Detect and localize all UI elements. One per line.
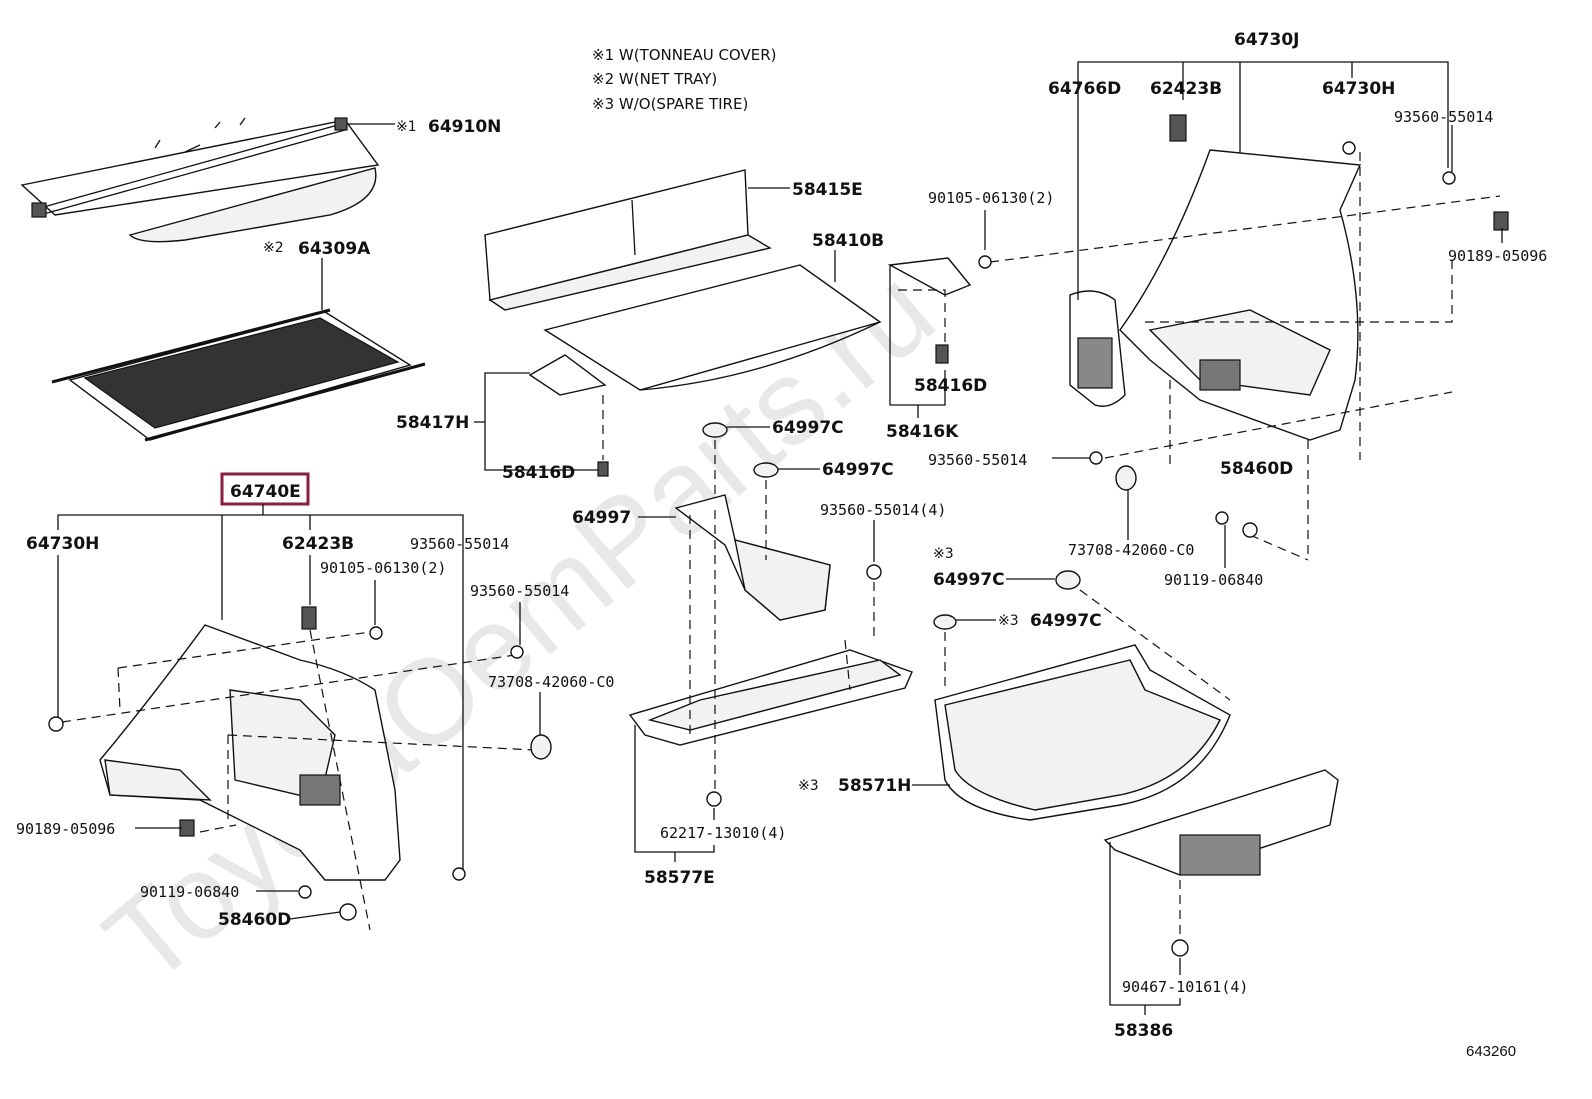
note-net-tray: ※2 W(NET TRAY)	[592, 70, 717, 88]
rear-floor-sill-illustration	[628, 649, 913, 746]
label-64997C-a: 64997C	[772, 418, 844, 438]
label-62423B-left: 62423B	[282, 534, 354, 554]
right-quarter-trim-illustration	[1069, 114, 1509, 441]
side-pocket-lid-illustration	[887, 257, 972, 364]
label-58460D-left: 58460D	[218, 910, 291, 930]
label-73708-42060-C0-left: 73708-42060-C0	[488, 673, 614, 691]
illustration-ref-number: 643260	[1466, 1043, 1516, 1060]
label-62423B-right: 62423B	[1150, 79, 1222, 99]
mark-3-58571H: ※3	[798, 778, 819, 794]
label-58410B: 58410B	[812, 231, 884, 251]
label-58416D-mid: 58416D	[914, 376, 987, 396]
label-93560-55014-left-1: 93560-55014	[410, 535, 509, 553]
note-tonneau-cover: ※1 W(TONNEAU COVER)	[592, 46, 777, 64]
label-64309A: 64309A	[298, 239, 371, 259]
label-58415E: 58415E	[792, 180, 863, 200]
label-58571H: 58571H	[838, 776, 911, 796]
label-93560-55014-4: 93560-55014(4)	[820, 501, 946, 519]
label-64997C-c: 64997C	[933, 570, 1005, 590]
leader-64740E	[57, 514, 464, 870]
scuff-plate-illustration	[1103, 769, 1339, 876]
label-64740E: 64740E	[230, 482, 301, 502]
highlight-box-64740E	[220, 472, 310, 506]
label-62217-13010: 62217-13010(4)	[660, 824, 786, 842]
label-90105-06130-left: 90105-06130(2)	[320, 559, 446, 577]
label-58416D-left: 58416D	[502, 463, 575, 483]
label-64997C-d: 64997C	[1030, 611, 1102, 631]
label-93560-55014-left-2: 93560-55014	[470, 582, 569, 600]
label-58577E: 58577E	[644, 868, 715, 888]
net-tray-illustration	[51, 308, 426, 442]
left-quarter-trim-illustration	[99, 606, 401, 881]
note-spare-tire: ※3 W/O(SPARE TIRE)	[592, 95, 748, 113]
label-73708-42060-C0-right: 73708-42060-C0	[1068, 541, 1194, 559]
label-64766D: 64766D	[1048, 79, 1121, 99]
mark-2-64309A: ※2	[263, 240, 284, 256]
label-90105-06130-right: 90105-06130(2)	[928, 189, 1054, 207]
label-64910N: 64910N	[428, 117, 501, 137]
label-90189-05096-left: 90189-05096	[16, 820, 115, 838]
mark-3-64997C-d: ※3	[998, 613, 1019, 629]
label-90119-06840-right: 90119-06840	[1164, 571, 1263, 589]
mark-3-64997C-c: ※3	[933, 546, 954, 562]
label-58417H: 58417H	[396, 413, 469, 433]
leader-64730J	[1077, 61, 1449, 168]
deck-board-illustration	[484, 169, 882, 477]
label-64730H-right: 64730H	[1322, 79, 1395, 99]
label-58416K: 58416K	[886, 422, 959, 442]
label-93560-55014-right-2: 93560-55014	[928, 451, 1027, 469]
mark-1-64910N: ※1	[396, 119, 417, 135]
label-58460D-right: 58460D	[1220, 459, 1293, 479]
label-64730H-left: 64730H	[26, 534, 99, 554]
tonneau-cover-illustration	[20, 117, 380, 243]
label-93560-55014-right-1: 93560-55014	[1394, 108, 1493, 126]
label-90189-05096-right: 90189-05096	[1448, 247, 1547, 265]
luggage-tray-illustration	[934, 644, 1231, 821]
label-64730J: 64730J	[1234, 30, 1299, 50]
label-90119-06840-left: 90119-06840	[140, 883, 239, 901]
label-58386: 58386	[1114, 1021, 1173, 1041]
label-64997: 64997	[572, 508, 631, 528]
label-90467-10161: 90467-10161(4)	[1122, 978, 1248, 996]
label-64997C-b: 64997C	[822, 460, 894, 480]
